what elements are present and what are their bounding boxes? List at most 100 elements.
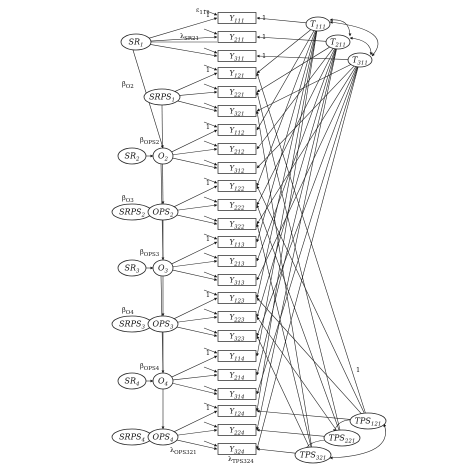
tps-node <box>294 446 332 464</box>
trait-path <box>255 30 318 412</box>
error-arrow <box>203 308 218 315</box>
path-arrow <box>172 315 218 324</box>
fixed-loading-label: 1 <box>206 123 210 131</box>
error-arrow <box>203 177 218 184</box>
srps-node-label: SRPS4 <box>119 433 145 444</box>
indicator-box <box>217 255 257 267</box>
sr-node-label: SR1 <box>128 38 143 49</box>
sr-node-label: SR4 <box>124 377 140 388</box>
indicator-box <box>217 50 257 62</box>
tps-path <box>256 297 362 414</box>
fixed-loading-label: 1 <box>206 291 210 299</box>
trait-path <box>256 16 307 24</box>
error-arrow <box>203 64 218 71</box>
trait-path <box>256 66 358 337</box>
error-arrow <box>203 9 218 16</box>
indicator-box <box>217 180 257 192</box>
error-arrow <box>203 215 218 222</box>
error-arrow <box>203 140 218 147</box>
indicator-box <box>217 218 257 230</box>
o-node <box>152 259 174 277</box>
indicator-label: Y223 <box>229 314 245 324</box>
indicator-label: Y124 <box>229 408 245 418</box>
diagram-nodes <box>111 12 387 464</box>
tps-path <box>256 428 325 437</box>
error-arrow <box>203 366 218 373</box>
trait-path <box>256 48 336 262</box>
indicator-label: Y122 <box>229 183 245 193</box>
fixed-loading-label: 1 <box>206 11 210 19</box>
path-arrow <box>171 185 218 209</box>
indicator-label: Y212 <box>229 146 245 156</box>
beta-label: βOPS3 <box>140 248 160 258</box>
indicator-box <box>217 311 257 323</box>
fixed-loading-label: 1 <box>206 349 210 357</box>
sr-node <box>117 259 147 277</box>
sr-node <box>120 33 152 51</box>
beta-label: βO4 <box>122 306 134 316</box>
path-arrow <box>172 382 218 395</box>
indicator-label: Y214 <box>229 372 245 382</box>
path-arrow <box>172 325 218 337</box>
trait-path <box>256 30 317 243</box>
trait-path <box>256 30 315 131</box>
indicator-label: Y123 <box>229 295 245 305</box>
error-arrow <box>203 385 218 392</box>
trait-path <box>256 46 330 93</box>
error-arrow <box>203 421 218 428</box>
trait-correlation <box>349 36 373 56</box>
fixed-loading-label: 1 <box>206 179 210 187</box>
indicator-box <box>217 199 257 211</box>
path-arrow <box>172 203 218 212</box>
t-node-label: T311 <box>352 56 368 67</box>
ops-node-label: OPS4 <box>153 433 174 444</box>
error-arrow <box>203 233 218 240</box>
indicator-label: Y114 <box>229 353 245 363</box>
indicator-box <box>217 105 257 117</box>
path-arrow <box>172 438 218 450</box>
sr-node <box>117 147 147 165</box>
trait-path <box>256 48 337 431</box>
o-node-label: O3 <box>158 264 169 275</box>
srps-node-label: SRPS3 <box>119 320 145 331</box>
trait-path <box>256 66 359 450</box>
trait-path <box>256 48 334 150</box>
tps-path <box>256 204 340 431</box>
trait-path <box>256 48 335 206</box>
t-node-label: T111 <box>310 20 326 31</box>
error-arrow <box>203 271 218 278</box>
path-arrow <box>149 17 218 39</box>
lambda-ops-label: λOPS321 <box>170 446 197 456</box>
beta-label: βO3 <box>122 194 134 204</box>
tps-path <box>256 185 365 414</box>
error-arrow <box>203 47 218 54</box>
path-arrow <box>172 269 218 281</box>
t-node <box>305 16 331 32</box>
trait-path <box>256 65 355 169</box>
t-node-label: T211 <box>330 38 346 49</box>
t-node <box>325 34 351 50</box>
tps-node-label: TPS321 <box>300 451 327 462</box>
indicator-label: Y111 <box>229 15 244 25</box>
indicator-label: Y221 <box>229 89 244 99</box>
path-arrow <box>172 147 218 156</box>
path-arrow <box>174 72 218 92</box>
tps-path <box>256 409 351 420</box>
indicator-box <box>217 369 257 381</box>
indicator-label: Y313 <box>229 277 245 287</box>
path-arrow <box>171 297 218 321</box>
trait-path <box>256 48 337 318</box>
trait-path <box>256 30 316 187</box>
indicator-box <box>217 388 257 400</box>
indicator-box <box>217 162 257 174</box>
fixed-loading-label: 1 <box>206 66 210 74</box>
error-arrow <box>203 102 218 109</box>
error-arrow <box>203 196 218 203</box>
indicator-box <box>217 12 257 24</box>
path-arrow <box>171 410 218 434</box>
o-node-label: O2 <box>158 152 169 163</box>
indicator-label: Y324 <box>229 446 245 456</box>
tps-correlation <box>329 423 387 460</box>
path-arrow <box>171 241 218 265</box>
tps-path <box>256 91 341 431</box>
